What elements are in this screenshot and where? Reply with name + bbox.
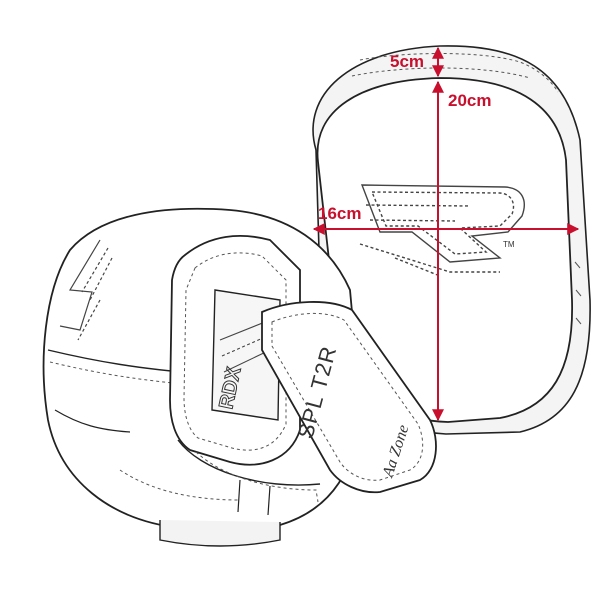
front-pad-bottom-stitch: [119, 469, 241, 501]
height-dimension-label: 20cm: [448, 91, 492, 110]
width-dimension-label: 16cm: [318, 204, 362, 223]
strap-loop: [177, 439, 321, 486]
front-pad-lower-seam: [54, 409, 131, 433]
dimension-lines: [312, 46, 580, 422]
back-pad-top-band: [359, 53, 559, 93]
strap-loop-stitch: [195, 451, 319, 503]
front-pad-logo: [59, 239, 113, 341]
front-pad-base: [159, 520, 281, 547]
back-pad-vent-marks: [574, 261, 582, 325]
hand-compartment-stitch: [183, 252, 287, 451]
depth-dimension-label: 5cm: [390, 52, 425, 71]
strap-buckle-lines: [237, 479, 271, 516]
front-focus-pad: RDX SPL T2R Aa Zone: [42, 207, 437, 547]
back-focus-pad: TM: [312, 45, 591, 435]
hand-strap-stitch: [271, 312, 424, 481]
logo-trademark: TM: [503, 240, 515, 249]
hand-strap: [261, 301, 437, 494]
back-pad-top-band-inner: [351, 67, 531, 79]
